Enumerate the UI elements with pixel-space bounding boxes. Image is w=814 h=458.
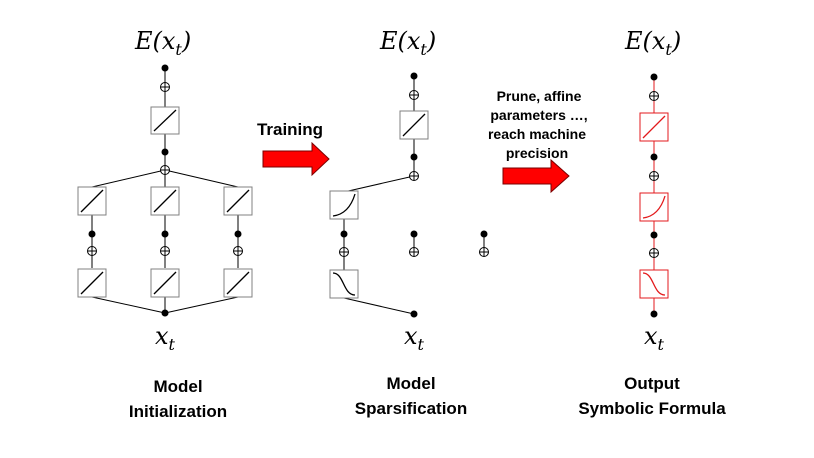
node-dot: [650, 153, 658, 161]
sum-node: [87, 246, 97, 256]
input-node: [410, 310, 418, 318]
sum-node: [339, 247, 349, 257]
training-arrow-group: Training: [257, 120, 330, 177]
caption-3-line1: Output: [624, 374, 680, 393]
input-node: [161, 309, 169, 317]
activation-box-sigmoid-red: [639, 269, 669, 299]
sum-node: [649, 248, 659, 258]
sum-node: [649, 91, 659, 101]
input-label-3: xt: [644, 322, 665, 354]
caption-1-line2: Initialization: [129, 402, 227, 421]
activation-box-linear: [77, 268, 107, 298]
node-dot: [480, 230, 488, 238]
activation-box-exp-red: [639, 192, 669, 222]
input-node: [650, 310, 658, 318]
training-label: Training: [257, 120, 323, 139]
sum-node: [233, 246, 243, 256]
prune-label-line3: reach machine: [488, 126, 586, 142]
panel-symbolic: E(xt) xt Output Symbolic Formula: [578, 27, 726, 418]
node-dot: [340, 230, 348, 238]
activation-box-linear: [223, 186, 253, 216]
panel-sparsification: E(xt) xt Model Sparsification: [329, 27, 489, 418]
node-dot: [650, 73, 658, 81]
input-label-1: xt: [155, 322, 176, 354]
prune-arrow: [502, 158, 570, 194]
node-dot: [161, 148, 169, 156]
panel-initialization: E(xt): [77, 27, 253, 421]
sum-node: [160, 165, 170, 175]
output-label-1: E(xt): [134, 27, 191, 59]
activation-box-linear: [150, 268, 180, 298]
node-dot: [410, 72, 418, 80]
node-dot: [410, 230, 418, 238]
sum-node: [409, 247, 419, 257]
prune-label-line2: parameters …,: [490, 107, 587, 123]
output-label-2: E(xt): [379, 27, 436, 59]
activation-box-exp: [329, 190, 359, 220]
activation-box-linear: [150, 186, 180, 216]
node-dot: [650, 231, 658, 239]
activation-box-linear-red: [639, 112, 669, 142]
caption-1-line1: Model: [153, 377, 202, 396]
node-dot: [161, 64, 169, 72]
prune-label-line1: Prune, affine: [497, 88, 582, 104]
caption-3-line2: Symbolic Formula: [578, 399, 726, 418]
prune-arrow-group: Prune, affine parameters …, reach machin…: [488, 88, 588, 194]
sum-node: [409, 171, 419, 181]
node-dot: [161, 230, 169, 238]
input-label-2: xt: [404, 322, 425, 354]
activation-box-linear: [399, 110, 429, 140]
prune-label-line4: precision: [506, 145, 568, 161]
sum-node: [160, 82, 170, 92]
sum-node: [409, 90, 419, 100]
activation-box-linear: [150, 106, 180, 135]
sum-node: [160, 246, 170, 256]
sum-node: [649, 171, 659, 181]
caption-2-line1: Model: [386, 374, 435, 393]
node-dot: [88, 230, 96, 238]
training-arrow: [262, 141, 330, 177]
edges-1: [91, 68, 239, 314]
sum-node: [479, 247, 489, 257]
node-dot: [410, 153, 418, 161]
output-label-3: E(xt): [624, 27, 681, 59]
caption-2-line2: Sparsification: [355, 399, 467, 418]
activation-box-linear: [223, 268, 253, 298]
activation-box-sigmoid: [329, 269, 359, 299]
node-dot: [234, 230, 242, 238]
activation-box-linear: [77, 186, 107, 216]
